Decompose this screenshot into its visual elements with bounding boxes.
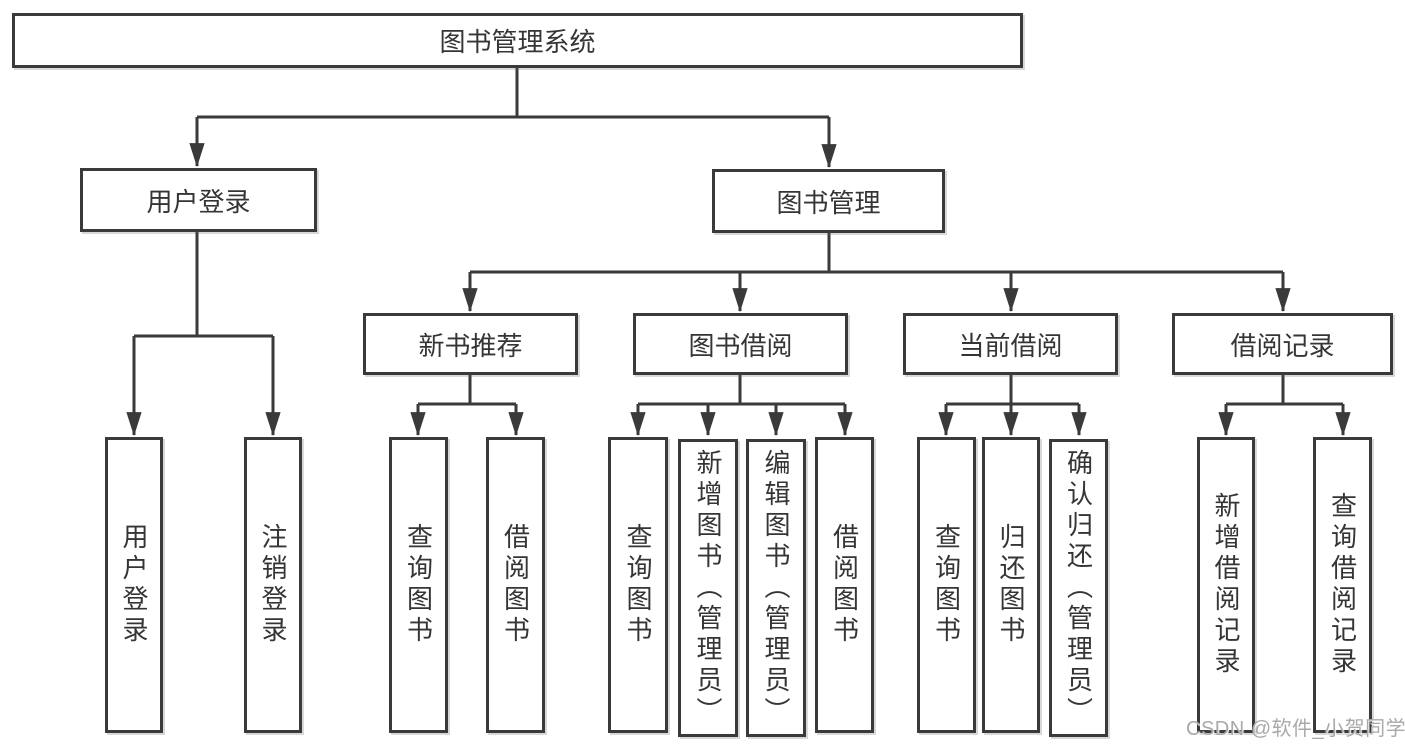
node-new-book-recommend: 新书推荐 (363, 313, 578, 375)
edge-line (638, 375, 845, 406)
leaf-recommend-borrow-book-label: 借阅图书 (500, 523, 531, 647)
edge-book-borrow-to-leaves (630, 375, 853, 437)
leaf-confirm-return-admin-label: 确认归还（管理员） (1063, 448, 1094, 728)
edge-line (134, 232, 273, 338)
node-book-management: 图书管理 (712, 169, 945, 233)
leaf-recommend-query-book: 查询图书 (389, 437, 448, 733)
leaf-add-borrow-record-label: 新增借阅记录 (1211, 492, 1241, 678)
leaf-confirm-return-admin: 确认归还（管理员） (1049, 439, 1108, 737)
edge-line (946, 374, 1079, 406)
node-current-borrow: 当前借阅 (903, 313, 1118, 375)
edge-root-to-level2 (189, 68, 837, 169)
leaf-borrow-query-book: 查询图书 (608, 437, 668, 733)
node-book-borrow: 图书借阅 (633, 313, 848, 375)
leaf-add-book-admin: 新增图书（管理员） (678, 439, 738, 737)
leaf-add-borrow-record: 新增借阅记录 (1197, 437, 1255, 733)
node-user-login-label: 用户登录 (146, 186, 251, 217)
edge-line (1226, 375, 1343, 406)
node-new-book-recommend-label: 新书推荐 (418, 330, 523, 361)
node-user-login: 用户登录 (80, 168, 317, 232)
leaf-user-login-label: 用户登录 (119, 523, 149, 647)
leaf-query-borrow-record-label: 查询借阅记录 (1327, 492, 1358, 678)
csdn-watermark: CSDN @软件_小贺同学 (1186, 718, 1405, 740)
leaf-recommend-borrow-book: 借阅图书 (486, 437, 545, 733)
leaf-query-borrow-record: 查询借阅记录 (1313, 437, 1372, 733)
edge-book-management-to-level3 (462, 233, 1291, 313)
node-root-label: 图书管理系统 (439, 27, 596, 57)
leaf-borrow-book: 借阅图书 (815, 437, 874, 733)
edge-line (470, 233, 1283, 274)
leaf-borrow-book-label: 借阅图书 (829, 523, 860, 647)
leaf-current-query-book-label: 查询图书 (931, 523, 962, 647)
node-current-borrow-label: 当前借阅 (958, 330, 1063, 361)
node-borrow-records: 借阅记录 (1172, 313, 1393, 375)
leaf-borrow-query-book-label: 查询图书 (623, 523, 653, 647)
leaf-return-book: 归还图书 (982, 437, 1040, 733)
leaf-user-login: 用户登录 (105, 437, 163, 733)
edge-borrow-records-to-leaves (1218, 375, 1351, 437)
edge-user-login-to-leaves (126, 232, 281, 437)
edge-line (418, 375, 516, 406)
node-borrow-records-label: 借阅记录 (1230, 330, 1335, 361)
leaf-logout: 注销登录 (244, 437, 302, 733)
leaf-edit-book-admin: 编辑图书（管理员） (746, 439, 806, 737)
edge-line (197, 68, 829, 119)
node-book-borrow-label: 图书借阅 (688, 330, 793, 361)
node-root: 图书管理系统 (12, 13, 1023, 68)
leaf-add-book-admin-label: 新增图书（管理员） (693, 448, 723, 728)
node-book-management-label: 图书管理 (776, 187, 881, 218)
leaf-return-book-label: 归还图书 (996, 523, 1026, 647)
edge-new-book-recommend-to-leaves (410, 375, 524, 437)
leaf-edit-book-admin-label: 编辑图书（管理员） (761, 448, 791, 728)
leaf-recommend-query-book-label: 查询图书 (403, 523, 434, 647)
edge-current-borrow-to-leaves (938, 374, 1087, 437)
leaf-current-query-book: 查询图书 (917, 437, 976, 733)
leaf-logout-label: 注销登录 (258, 523, 288, 647)
